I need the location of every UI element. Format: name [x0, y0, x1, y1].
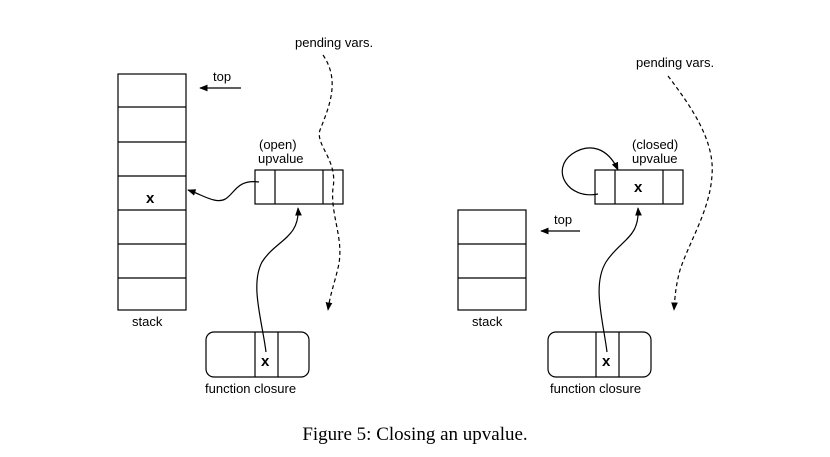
- figure-caption: Figure 5: Closing an upvalue.: [302, 424, 528, 445]
- closure-label-right: function closure: [550, 381, 641, 396]
- pending-vars-dash-left: [318, 54, 341, 311]
- stack-right: [457, 209, 527, 311]
- upvalue-state-open: (open): [259, 137, 297, 152]
- stack-label-left: stack: [132, 314, 163, 329]
- closure-to-upvalue-arrow-right: [598, 207, 642, 353]
- upvalue-box-open: [254, 169, 344, 205]
- top-label-right: top: [554, 212, 572, 227]
- stack-label-right: stack: [472, 314, 503, 329]
- pending-vars-label-right: pending vars.: [636, 55, 714, 70]
- stack-cell-x: x: [146, 190, 155, 207]
- closure-to-upvalue-arrow-left: [256, 207, 302, 353]
- upvalue-state-closed: (closed): [632, 137, 678, 152]
- stack-left: x: [117, 73, 187, 311]
- upvalue-x-closed: x: [634, 179, 643, 196]
- pending-vars-dash-right: [667, 75, 713, 311]
- top-label-left: top: [213, 69, 231, 84]
- closure-x-right: x: [602, 353, 611, 370]
- open-upvalue-panel: x stack top (open) upvalue pending vars.…: [117, 35, 373, 396]
- pending-vars-label-left: pending vars.: [295, 35, 373, 50]
- closure-label-left: function closure: [205, 381, 296, 396]
- closure-x-left: x: [261, 353, 270, 370]
- upvalue-box-closed: x: [594, 169, 684, 205]
- upvalue-to-stack-arrow: [187, 181, 260, 202]
- function-closure-right: x: [547, 331, 652, 378]
- upvalue-label-left: upvalue: [258, 151, 304, 166]
- upvalue-label-right: upvalue: [632, 151, 678, 166]
- upvalue-self-loop-arrow: [561, 147, 619, 196]
- closed-upvalue-panel: stack top (closed) upvalue x pending var…: [457, 55, 714, 396]
- function-closure-left: x: [205, 331, 310, 378]
